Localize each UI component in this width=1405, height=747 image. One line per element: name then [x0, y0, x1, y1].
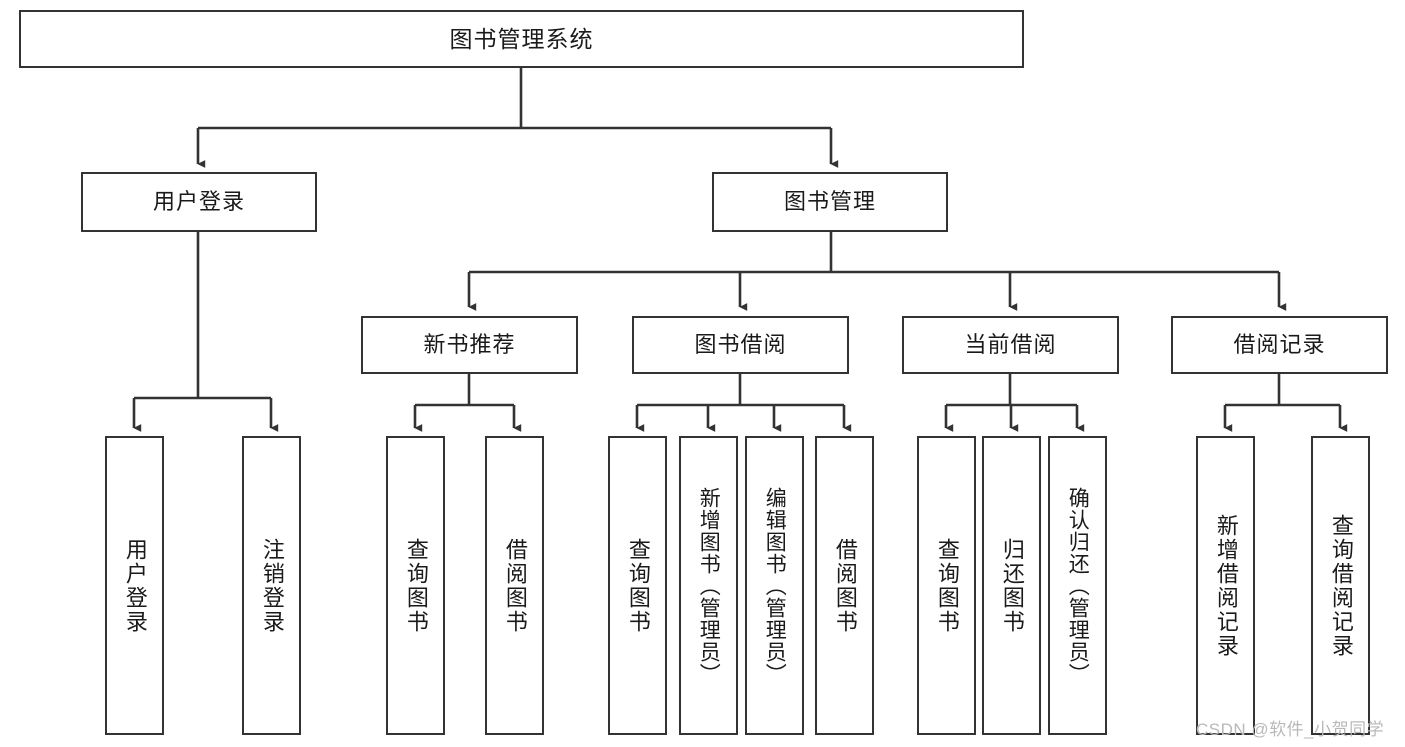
node-leaf-query-book-recommend[interactable]: 查询图书 [386, 436, 445, 735]
node-label: 新书推荐 [423, 332, 516, 358]
node-label: 查询借阅记录 [1328, 513, 1354, 658]
node-leaf-add-borrow-record[interactable]: 新增借阅记录 [1196, 436, 1255, 735]
node-leaf-query-book-borrow[interactable]: 查询图书 [608, 436, 667, 735]
node-leaf-user-login[interactable]: 用户登录 [105, 436, 164, 735]
node-leaf-logout-login[interactable]: 注销登录 [242, 436, 301, 735]
node-leaf-edit-book[interactable]: 编辑图书（管理员） [745, 436, 804, 735]
node-book-management[interactable]: 图书管理 [712, 172, 948, 232]
node-label: 新增借阅记录 [1213, 513, 1239, 658]
node-label: 图书借阅 [694, 332, 787, 358]
node-label: 用户登录 [152, 189, 245, 215]
node-new-book-recommend[interactable]: 新书推荐 [361, 316, 578, 374]
node-label: 归还图书 [999, 537, 1025, 634]
node-label: 借阅记录 [1233, 332, 1326, 358]
node-label: 注销登录 [259, 537, 285, 634]
node-leaf-confirm-return[interactable]: 确认归还（管理员） [1048, 436, 1107, 735]
node-leaf-return-book[interactable]: 归还图书 [982, 436, 1041, 735]
node-label: 编辑图书（管理员） [763, 486, 787, 685]
node-user-login[interactable]: 用户登录 [81, 172, 317, 232]
node-borrow-record[interactable]: 借阅记录 [1171, 316, 1388, 374]
node-leaf-borrow-book[interactable]: 借阅图书 [815, 436, 874, 735]
node-leaf-query-borrow-record[interactable]: 查询借阅记录 [1311, 436, 1370, 735]
node-current-borrow[interactable]: 当前借阅 [902, 316, 1119, 374]
node-label: 图书管理系统 [449, 25, 594, 52]
node-label: 当前借阅 [964, 332, 1057, 358]
csdn-watermark: CSDN @软件_小贺同学 [1196, 720, 1385, 739]
node-leaf-borrow-book-recommend[interactable]: 借阅图书 [485, 436, 544, 735]
node-leaf-query-book-current[interactable]: 查询图书 [917, 436, 976, 735]
node-label: 确认归还（管理员） [1066, 486, 1090, 685]
node-book-management-system[interactable]: 图书管理系统 [19, 10, 1024, 68]
node-label: 查询图书 [403, 537, 429, 634]
node-label: 借阅图书 [832, 537, 858, 634]
node-label: 图书管理 [783, 189, 876, 215]
node-label: 新增图书（管理员） [697, 486, 721, 685]
node-book-borrow[interactable]: 图书借阅 [632, 316, 849, 374]
node-label: 用户登录 [122, 537, 148, 634]
node-label: 查询图书 [625, 537, 651, 634]
node-label: 借阅图书 [502, 537, 528, 634]
node-leaf-add-book[interactable]: 新增图书（管理员） [679, 436, 738, 735]
node-label: 查询图书 [934, 537, 960, 634]
